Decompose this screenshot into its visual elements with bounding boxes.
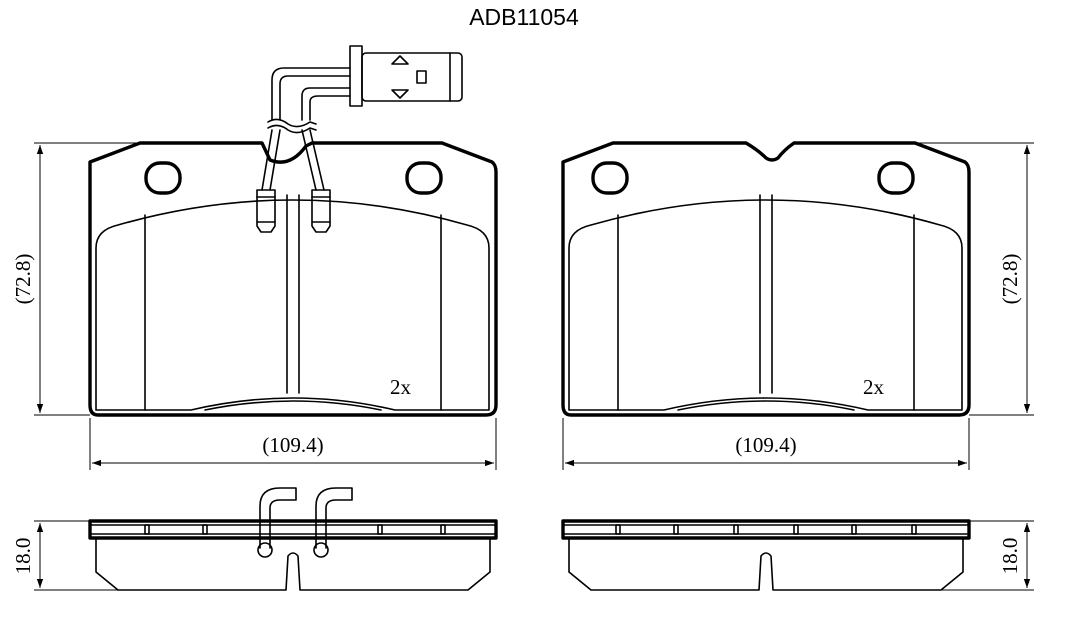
right-backing-plate [561,141,971,417]
left-mounting-hole-left [144,161,182,195]
sensor-wire [261,129,273,191]
left-side-sensor-clip [315,487,353,549]
left-height-label: (72.8) [11,254,35,305]
right-width-label: (109.4) [735,433,796,457]
right-mounting-hole-left [591,161,629,195]
left-friction-material [95,199,490,411]
left-width-label: (109.4) [262,433,323,457]
sensor-connector-body [361,52,463,102]
left-side-friction-block [95,537,491,591]
right-thickness-label: 18.0 [998,538,1022,575]
left-thickness-label: 18.0 [11,538,35,575]
sensor-wire-break [267,124,317,134]
right-mounting-hole-right [877,161,915,195]
left-mounting-hole-right [405,161,443,195]
sensor-probe [256,189,276,233]
left-side-sensor-clip [259,487,297,549]
left-side-backing-plate [88,519,498,540]
right-height-label: (72.8) [998,254,1022,305]
right-thickness-dimension: 18.0 [941,520,1034,591]
right-height-dimension: (72.8) [915,142,1034,416]
left-pad-side-view [88,487,498,591]
sensor-wire [309,95,351,121]
right-side-plate-notches [615,524,917,535]
left-thickness-dimension: 18.0 [11,520,118,591]
right-quantity-label: 2x [863,375,885,399]
left-width-dimension: (109.4) [89,418,497,470]
sensor-connector-flange [349,45,363,107]
right-side-backing-plate [561,519,971,540]
left-pad-front-view: 2x [88,141,498,417]
sensor-wire [269,129,281,191]
left-height-dimension: (72.8) [11,142,140,416]
sensor-wire-break [267,118,317,128]
left-backing-plate [88,141,498,417]
right-lower-edge-arc [677,400,855,411]
left-side-plate-notches [144,524,446,535]
left-quantity-label: 2x [390,375,412,399]
right-pad-side-view [561,519,971,591]
sensor-connector-key [391,89,409,99]
sensor-wire [271,67,351,121]
wear-sensor [256,45,463,233]
right-side-friction-block [568,537,964,591]
right-pad-front-view: 2x [561,141,971,417]
sensor-wire [279,75,351,121]
part-number-title: ADB11054 [469,4,579,30]
right-width-dimension: (109.4) [562,418,970,470]
sensor-wire [301,87,351,121]
sensor-wire [301,129,317,191]
sensor-connector-key [391,55,409,65]
sensor-connector-pin [416,70,427,84]
sensor-probe [311,189,331,233]
right-friction-material [568,199,963,411]
left-lower-edge-arc [204,400,382,411]
sensor-wire [309,129,325,191]
